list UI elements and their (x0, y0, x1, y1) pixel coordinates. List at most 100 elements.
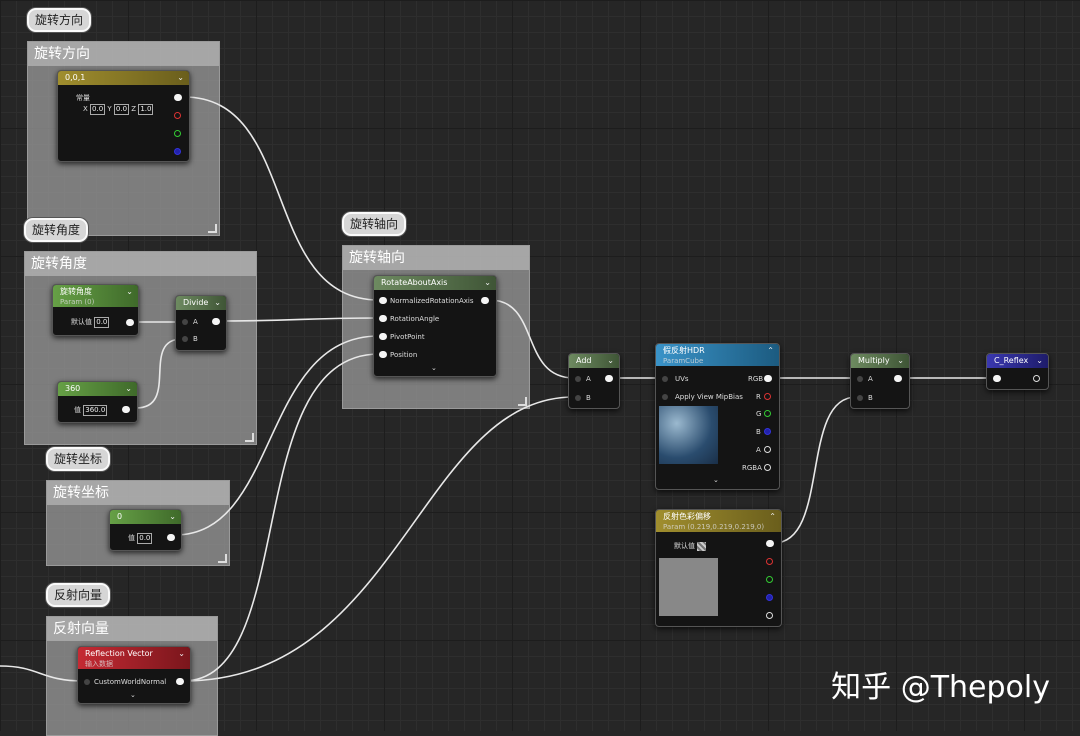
output-pin-rgb[interactable] (764, 375, 772, 382)
reflection-vector-node[interactable]: Reflection Vector 输入数据 ⌄ CustomWorldNorm… (77, 646, 191, 704)
chevron-down-icon[interactable]: ⌄ (607, 356, 614, 365)
blue-pin[interactable] (174, 148, 181, 155)
chevron-down-icon[interactable]: ⌄ (126, 287, 133, 296)
value-field[interactable]: 0.0 (137, 533, 153, 544)
output-pin[interactable] (894, 375, 902, 382)
output-pin[interactable] (481, 297, 489, 304)
output-pin-g[interactable] (764, 410, 771, 417)
chevron-down-icon[interactable]: ⌄ (177, 73, 184, 82)
c-reflex-output-node[interactable]: C_Reflex ⌄ (986, 353, 1049, 390)
expand-chevron-icon[interactable]: ⌄ (431, 364, 437, 372)
output-pin[interactable] (174, 94, 182, 101)
output-pin-b[interactable] (766, 594, 773, 601)
comment-bubble[interactable]: 旋转角度 (24, 218, 89, 242)
comment-bubble[interactable]: 旋转轴向 (342, 212, 407, 236)
default-label: 默认值 (674, 542, 695, 550)
expand-chevron-icon[interactable]: ⌄ (130, 691, 136, 699)
output-pin[interactable] (1033, 375, 1040, 382)
chevron-up-icon[interactable]: ⌃ (767, 346, 774, 355)
input-pin[interactable] (379, 351, 387, 358)
color-swatch[interactable] (697, 541, 707, 551)
output-pin-a[interactable] (766, 612, 773, 619)
input-pin[interactable] (379, 333, 387, 340)
multiply-node[interactable]: Multiply ⌄ A B (850, 353, 910, 409)
comment-bubble[interactable]: 旋转坐标 (46, 447, 111, 471)
constant-360-node[interactable]: 360 ⌄ 值 360.0 (57, 381, 138, 423)
expand-chevron-icon[interactable]: ⌄ (713, 476, 719, 484)
chevron-down-icon[interactable]: ⌄ (214, 298, 221, 307)
chevron-down-icon[interactable]: ⌄ (1036, 356, 1043, 365)
red-pin[interactable] (174, 112, 181, 119)
default-row: 默认值 (674, 541, 707, 551)
resize-handle[interactable] (208, 224, 217, 233)
output-pin[interactable] (176, 678, 184, 685)
node-title: 反射色彩偏移 (663, 512, 711, 521)
chevron-down-icon[interactable]: ⌄ (484, 278, 491, 287)
input-pin[interactable] (379, 315, 387, 322)
input-pin-b[interactable] (182, 336, 188, 342)
value-label: 值 (74, 406, 81, 414)
default-value[interactable]: 0.0 (94, 317, 110, 328)
input-pin-b[interactable] (857, 395, 863, 401)
comment-bubble[interactable]: 旋转方向 (27, 8, 92, 32)
output-pin[interactable] (122, 406, 130, 413)
add-node[interactable]: Add ⌄ A B (568, 353, 620, 409)
input-pin-mip[interactable] (662, 394, 668, 400)
output-pin[interactable] (167, 534, 175, 541)
comment-bubble[interactable]: 反射向量 (46, 583, 111, 607)
chevron-down-icon[interactable]: ⌄ (178, 649, 185, 658)
pin-label-uvs: UVs (675, 375, 689, 383)
reflection-color-offset-node[interactable]: 反射色彩偏移 Param (0.219,0.219,0.219,0) ⌃ 默认值 (655, 509, 782, 627)
pin-label-a: A (193, 318, 198, 326)
chevron-down-icon[interactable]: ⌄ (125, 384, 132, 393)
comment-title: 反射向量 (47, 617, 217, 641)
rotate-about-axis-node[interactable]: RotateAboutAxis ⌄ NormalizedRotationAxis… (373, 275, 497, 377)
chevron-down-icon[interactable]: ⌄ (897, 356, 904, 365)
output-pin-rgba[interactable] (764, 464, 771, 471)
green-pin[interactable] (174, 130, 181, 137)
pin-label-a: A (868, 375, 873, 383)
output-pin[interactable] (212, 318, 220, 325)
input-pin[interactable] (84, 679, 90, 685)
input-pin-a[interactable] (857, 376, 863, 382)
output-pin[interactable] (766, 540, 774, 547)
input-pin-a[interactable] (182, 319, 188, 325)
node-title: Multiply (858, 356, 890, 365)
y-value[interactable]: 0.0 (113, 104, 130, 115)
input-pin[interactable] (993, 375, 1001, 382)
input-pin-uvs[interactable] (662, 376, 668, 382)
node-subtitle: ParamCube (663, 357, 704, 365)
node-subtitle: Param (0) (60, 298, 95, 306)
angle-param-node[interactable]: 旋转角度 Param (0) ⌄ 默认值 0.0 (52, 284, 139, 336)
comment-title: 旋转角度 (25, 252, 256, 276)
constant3-node[interactable]: 0,0,1 ⌄ 常量 X 0.0 Y 0.0 Z 1.0 (57, 70, 190, 162)
chevron-down-icon[interactable]: ⌄ (169, 512, 176, 521)
resize-handle[interactable] (518, 397, 527, 406)
z-label: Z (131, 105, 137, 113)
output-pin[interactable] (605, 375, 613, 382)
pin-label: PivotPoint (390, 333, 425, 341)
output-pin-r[interactable] (764, 393, 771, 400)
z-value[interactable]: 1.0 (138, 104, 154, 115)
node-title: 旋转角度 (60, 287, 92, 296)
constant-0-node[interactable]: 0 ⌄ 值 0.0 (109, 509, 182, 551)
output-pin-r[interactable] (766, 558, 773, 565)
input-pin[interactable] (379, 297, 387, 304)
output-pin-a[interactable] (764, 446, 771, 453)
resize-handle[interactable] (245, 433, 254, 442)
pin-label-b: B (586, 394, 591, 402)
input-pin-b[interactable] (575, 395, 581, 401)
x-value[interactable]: 0.0 (90, 104, 106, 115)
divide-node[interactable]: Divide ⌄ A B (175, 295, 227, 351)
output-pin[interactable] (126, 319, 134, 326)
node-title: Divide (183, 298, 209, 307)
value-field[interactable]: 360.0 (83, 405, 108, 416)
pin-label: RotationAngle (390, 315, 440, 323)
resize-handle[interactable] (218, 554, 227, 563)
output-pin-b[interactable] (764, 428, 771, 435)
hdr-cube-param-node[interactable]: 假反射HDR ParamCube ⌃ UVs Apply View MipBia… (655, 343, 780, 490)
input-pin-a[interactable] (575, 376, 581, 382)
output-pin-g[interactable] (766, 576, 773, 583)
chevron-up-icon[interactable]: ⌃ (769, 512, 776, 521)
